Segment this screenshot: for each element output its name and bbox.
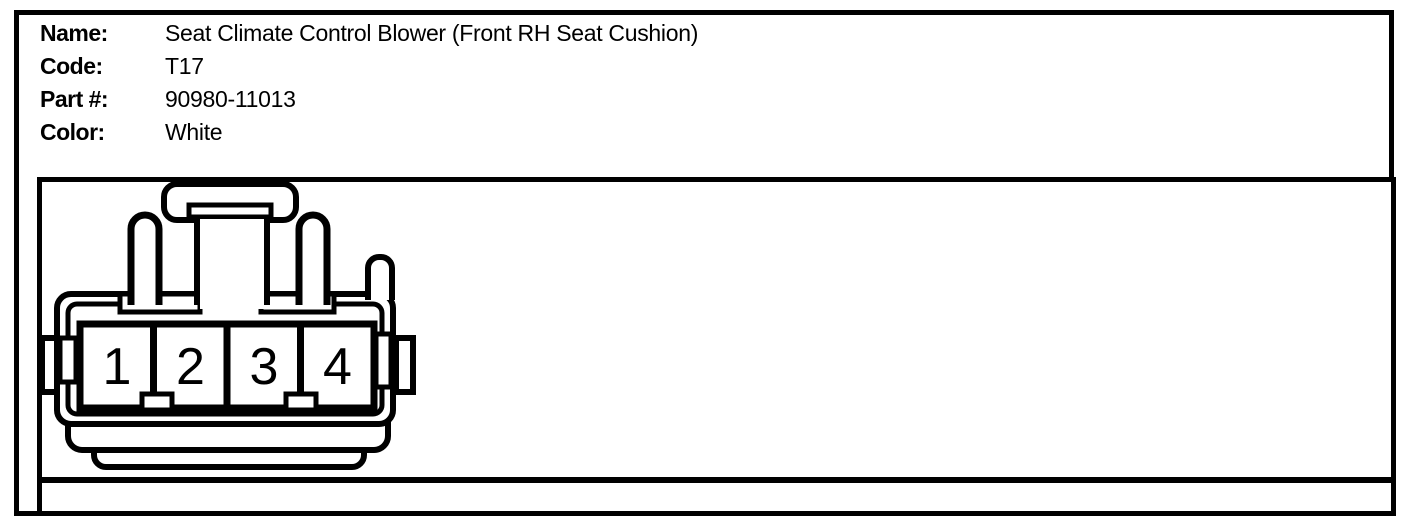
field-part-number-label: Part #: bbox=[40, 86, 109, 112]
field-name: Name: Seat Climate Control Blower (Front… bbox=[40, 17, 1240, 50]
field-name-value: Seat Climate Control Blower (Front RH Se… bbox=[165, 20, 699, 46]
diagram-box-divider bbox=[42, 477, 1391, 483]
field-color-value: White bbox=[165, 119, 223, 145]
field-color: Color: White bbox=[40, 116, 1240, 149]
field-part-number-value: 90980-11013 bbox=[165, 86, 296, 112]
field-name-label: Name: bbox=[40, 20, 108, 46]
field-part-number: Part #: 90980-11013 bbox=[40, 83, 1240, 116]
connector-info-header: Name: Seat Climate Control Blower (Front… bbox=[40, 17, 1240, 149]
field-code: Code: T17 bbox=[40, 50, 1240, 83]
field-color-label: Color: bbox=[40, 119, 105, 145]
field-code-label: Code: bbox=[40, 53, 103, 79]
field-code-value: T17 bbox=[165, 53, 204, 79]
connector-diagram-box bbox=[37, 177, 1396, 516]
diagram-box-bottom-strip bbox=[42, 483, 1391, 511]
